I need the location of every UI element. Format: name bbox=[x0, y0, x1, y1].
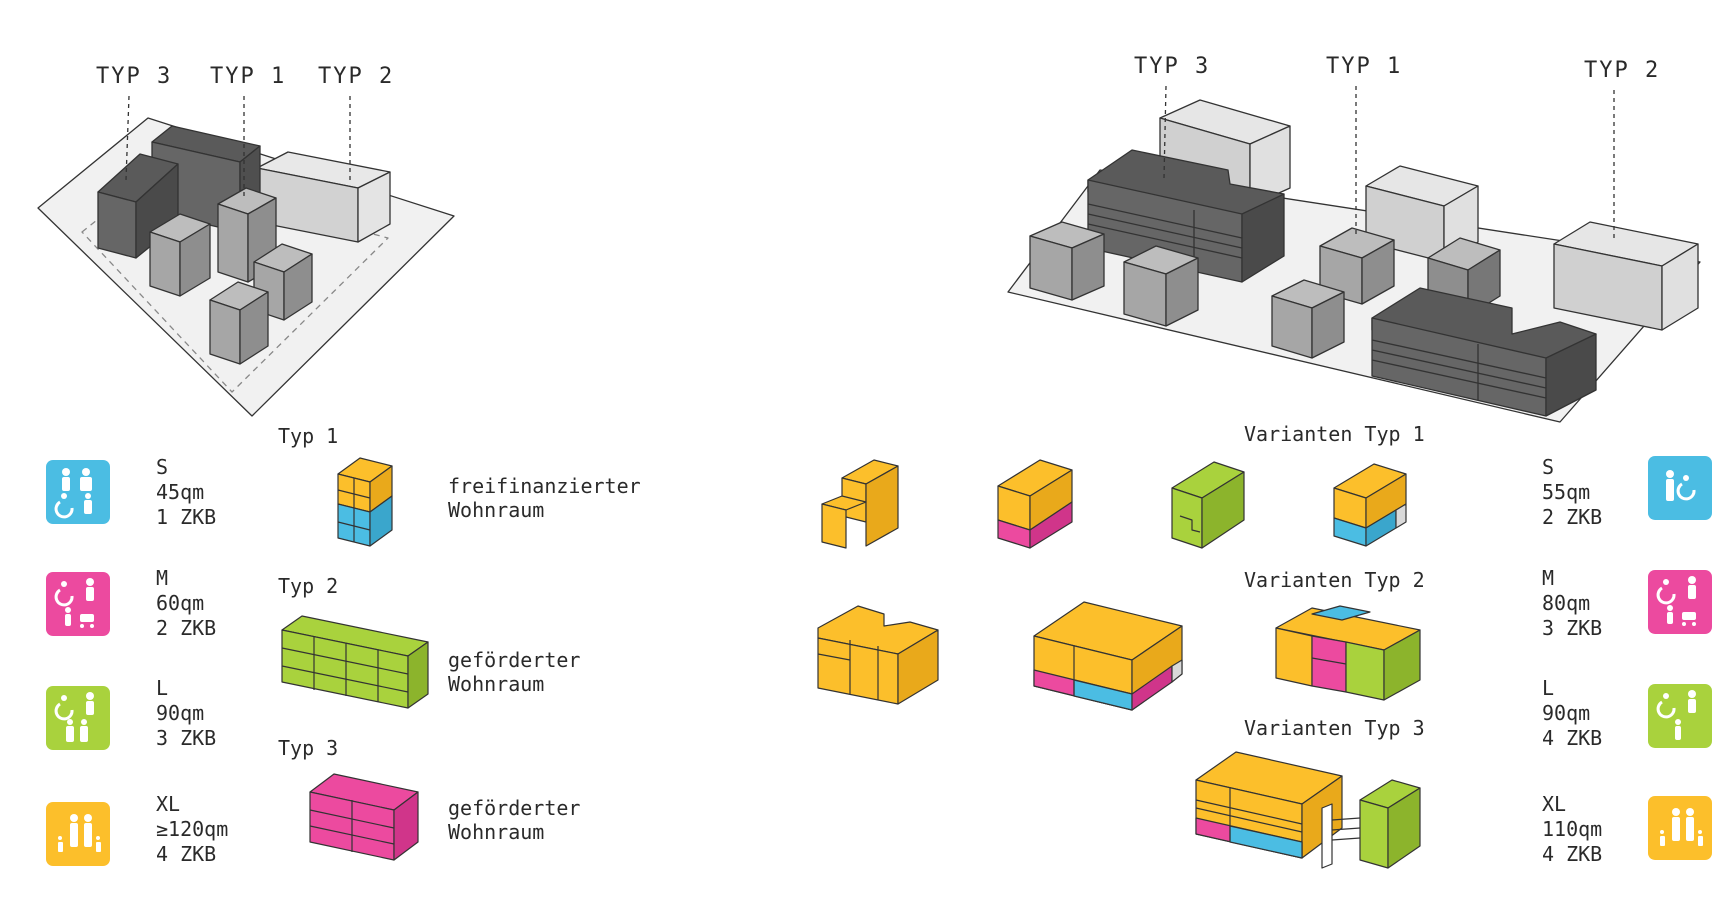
variants-typ1-title: Varianten Typ 1 bbox=[1244, 422, 1425, 446]
variant-typ2-a bbox=[817, 605, 939, 705]
large-family-icon bbox=[1660, 808, 1703, 846]
right-label-typ1: TYP 1 bbox=[1326, 54, 1403, 79]
typ1-title: Typ 1 bbox=[278, 424, 339, 448]
legend-right-s-badge bbox=[1648, 456, 1712, 520]
right-grey-cube-1 bbox=[1029, 221, 1105, 301]
left-grey-cube-1 bbox=[149, 213, 211, 297]
right-grey-cube-5 bbox=[1271, 279, 1345, 359]
legend-left-xl-badge bbox=[46, 802, 110, 866]
left-grey-cube-4 bbox=[209, 281, 269, 365]
wheelchair-child-icon bbox=[1656, 690, 1696, 740]
person-wheelchair-icon bbox=[1666, 470, 1696, 501]
legend-right-m-badge bbox=[1648, 570, 1712, 634]
legend-left-l-badge bbox=[46, 686, 110, 750]
variant-typ2-c bbox=[1275, 605, 1421, 701]
family-icon bbox=[54, 692, 94, 742]
right-grey-cube-2 bbox=[1123, 245, 1199, 327]
typ2-desc-line1: geförderter bbox=[448, 648, 581, 672]
typ2-desc-line2: Wohnraum bbox=[448, 672, 545, 696]
right-label-typ2: TYP 2 bbox=[1584, 58, 1661, 83]
typ3-stack-icon bbox=[309, 773, 419, 861]
typ3-title: Typ 3 bbox=[278, 736, 339, 760]
legend-left-s-badge bbox=[46, 460, 110, 524]
left-label-typ3: TYP 3 bbox=[96, 64, 173, 89]
right-site-plan bbox=[1007, 85, 1701, 423]
variant-typ3 bbox=[1195, 751, 1421, 869]
right-typ2-light-stack bbox=[1553, 221, 1699, 331]
people-icon bbox=[54, 468, 92, 519]
variants-typ2-title: Varianten Typ 2 bbox=[1244, 568, 1425, 592]
legend-right-l-badge bbox=[1648, 684, 1712, 748]
right-typ1-dark-block bbox=[1087, 149, 1285, 283]
typ1-desc-line2: Wohnraum bbox=[448, 498, 545, 522]
typ1-stack-icon bbox=[337, 457, 393, 547]
right-grey-cube-4 bbox=[1427, 237, 1501, 317]
left-block-typ2 bbox=[256, 151, 391, 243]
typ1-desc-line1: freifinanzierter bbox=[448, 474, 641, 498]
variant-typ1-c bbox=[1171, 461, 1245, 549]
legend-right-xl-badge bbox=[1648, 796, 1712, 860]
large-family-icon bbox=[58, 814, 101, 852]
legend-left-m-badge bbox=[46, 572, 110, 636]
variant-typ1-d bbox=[1333, 463, 1407, 547]
left-site-plan bbox=[37, 95, 455, 417]
typ3-desc-line1: geförderter bbox=[448, 796, 581, 820]
wheelchair-family-icon bbox=[54, 578, 94, 628]
typ3-desc-line2: Wohnraum bbox=[448, 820, 545, 844]
variants-typ3-title: Varianten Typ 3 bbox=[1244, 716, 1425, 740]
right-typ2-dark-block bbox=[1371, 287, 1597, 417]
variant-typ2-b bbox=[1033, 601, 1183, 711]
wheelchair-family-icon bbox=[1656, 576, 1696, 626]
left-block-typ3-dark bbox=[97, 153, 179, 259]
variant-typ1-a bbox=[821, 459, 899, 549]
typ2-title: Typ 2 bbox=[278, 574, 339, 598]
variant-typ1-b bbox=[997, 459, 1073, 549]
typ2-stack-icon bbox=[281, 615, 429, 709]
left-label-typ1: TYP 1 bbox=[210, 64, 287, 89]
left-label-typ2: TYP 2 bbox=[318, 64, 395, 89]
right-label-typ3: TYP 3 bbox=[1134, 54, 1211, 79]
